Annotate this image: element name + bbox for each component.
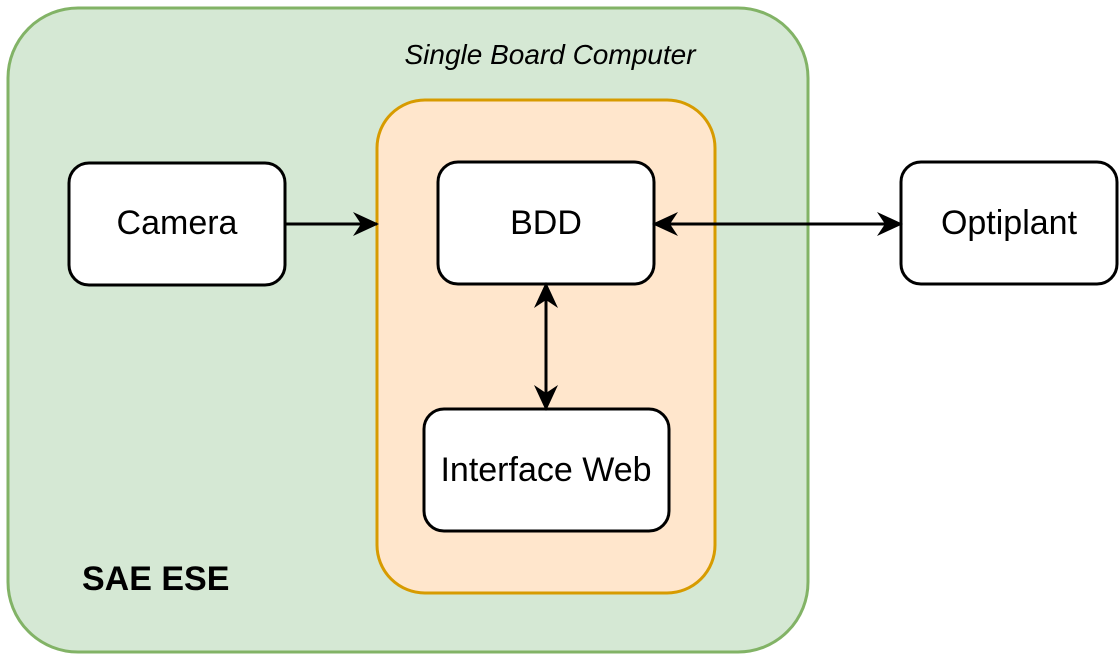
interface-web-node[interactable]: Interface Web [422,407,671,533]
camera-label: Camera [117,204,238,242]
camera-node[interactable]: Camera [67,161,287,287]
sae-ese-label: SAE ESE [82,560,229,598]
single-board-computer-label: Single Board Computer [404,39,697,70]
interface-web-label: Interface Web [440,451,651,489]
bdd-label: BDD [510,204,582,242]
optiplant-node[interactable]: Optiplant [899,160,1119,286]
bdd-node[interactable]: BDD [436,160,656,286]
optiplant-label: Optiplant [941,204,1078,242]
